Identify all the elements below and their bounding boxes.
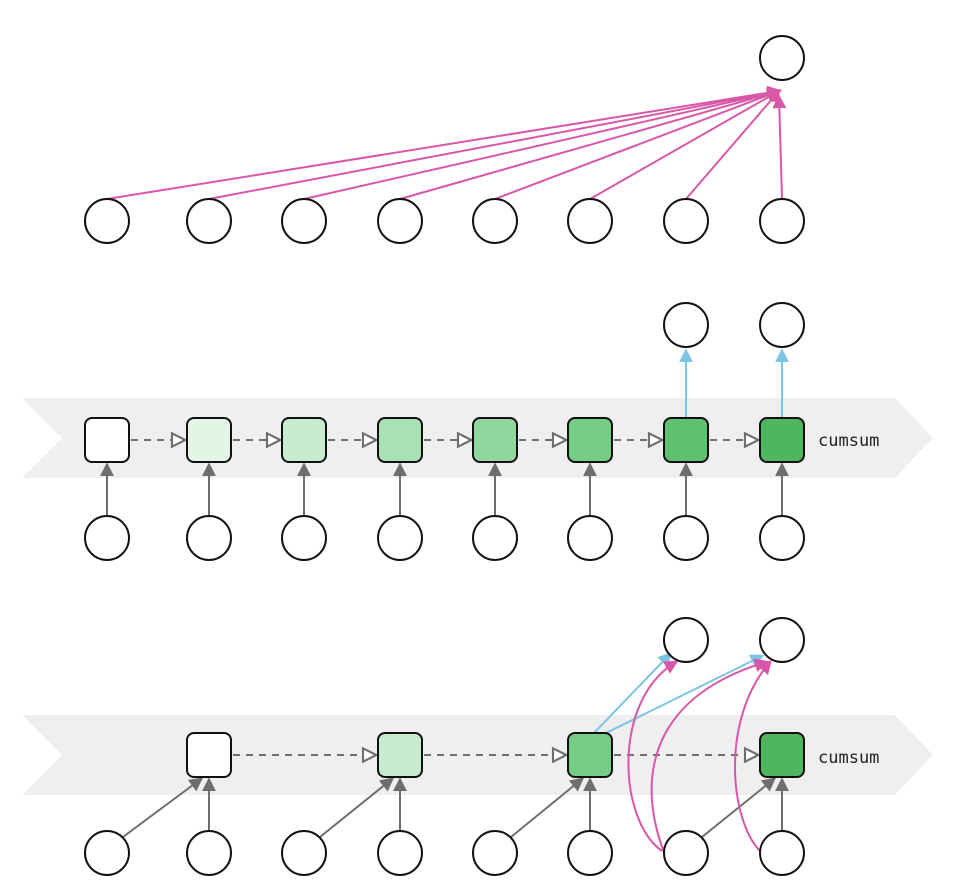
attention-input-node xyxy=(84,198,130,244)
cumsum-state xyxy=(663,417,709,463)
attention-edge xyxy=(399,87,782,200)
attention-edge xyxy=(494,88,782,200)
attention-edge xyxy=(685,88,781,200)
cumsum-state xyxy=(186,417,232,463)
recurrent-output-node xyxy=(663,302,709,348)
attention-panel xyxy=(84,35,805,244)
input-edge xyxy=(701,777,777,838)
output-edge xyxy=(593,651,672,734)
cumsum-state xyxy=(377,417,423,463)
recurrent-input-node xyxy=(663,515,709,561)
attention-output-node xyxy=(759,35,805,81)
chunked-input-node xyxy=(281,830,327,876)
input-edge xyxy=(510,777,585,838)
chunked-output-node xyxy=(759,617,805,663)
chunked-nodes xyxy=(84,617,805,876)
chunked-input-node xyxy=(663,830,709,876)
local-attention-edge xyxy=(734,659,772,852)
attention-input-node xyxy=(281,198,327,244)
recurrent-input-node xyxy=(472,515,518,561)
chunked-input-node xyxy=(567,830,613,876)
recurrent-output-node xyxy=(759,302,805,348)
attention-edge xyxy=(589,89,782,200)
recurrent-input-node xyxy=(281,515,327,561)
local-attention-edge xyxy=(650,658,769,853)
cumsum-state xyxy=(759,417,805,463)
output-edge xyxy=(601,654,765,736)
input-edge xyxy=(319,777,395,838)
attention-input-node xyxy=(759,198,805,244)
recurrent-panel: cumsum xyxy=(22,302,933,561)
cumsum-state xyxy=(84,417,130,463)
attention-nodes xyxy=(84,35,805,244)
recurrent-edges xyxy=(100,348,789,516)
attention-edge xyxy=(303,86,782,200)
attention-edge xyxy=(772,94,787,200)
chunk-state xyxy=(377,732,423,778)
chunked-panel: cumsum xyxy=(22,617,933,876)
recurrent-input-node xyxy=(759,515,805,561)
input-edge xyxy=(122,777,204,838)
recurrent-input-node xyxy=(186,515,232,561)
recurrent-nodes xyxy=(84,302,805,561)
recurrent-input-node xyxy=(567,515,613,561)
attention-input-node xyxy=(472,198,518,244)
chunked-output-node xyxy=(663,617,709,663)
cumsum-state xyxy=(472,417,518,463)
attention-edge xyxy=(208,86,782,200)
attention-edges xyxy=(106,85,787,200)
attention-input-node xyxy=(663,198,709,244)
chunk-state xyxy=(759,732,805,778)
chunked-input-node xyxy=(186,830,232,876)
recurrent-input-node xyxy=(377,515,423,561)
recurrent-input-node xyxy=(84,515,130,561)
chunked-cumsum-label: cumsum xyxy=(818,748,879,768)
attention-input-node xyxy=(186,198,232,244)
attention-input-node xyxy=(377,198,423,244)
attention-input-node xyxy=(567,198,613,244)
chunked-input-node xyxy=(377,830,423,876)
recurrent-cumsum-label: cumsum xyxy=(818,431,879,451)
chunked-input-node xyxy=(759,830,805,876)
chunked-input-node xyxy=(84,830,130,876)
chunked-edges xyxy=(122,651,789,853)
chunked-input-node xyxy=(472,830,518,876)
cumsum-state xyxy=(567,417,613,463)
cumsum-state xyxy=(281,417,327,463)
attention-edge xyxy=(106,85,782,200)
local-attention-edge xyxy=(627,660,679,852)
chunk-state xyxy=(186,732,232,778)
chunk-state xyxy=(567,732,613,778)
